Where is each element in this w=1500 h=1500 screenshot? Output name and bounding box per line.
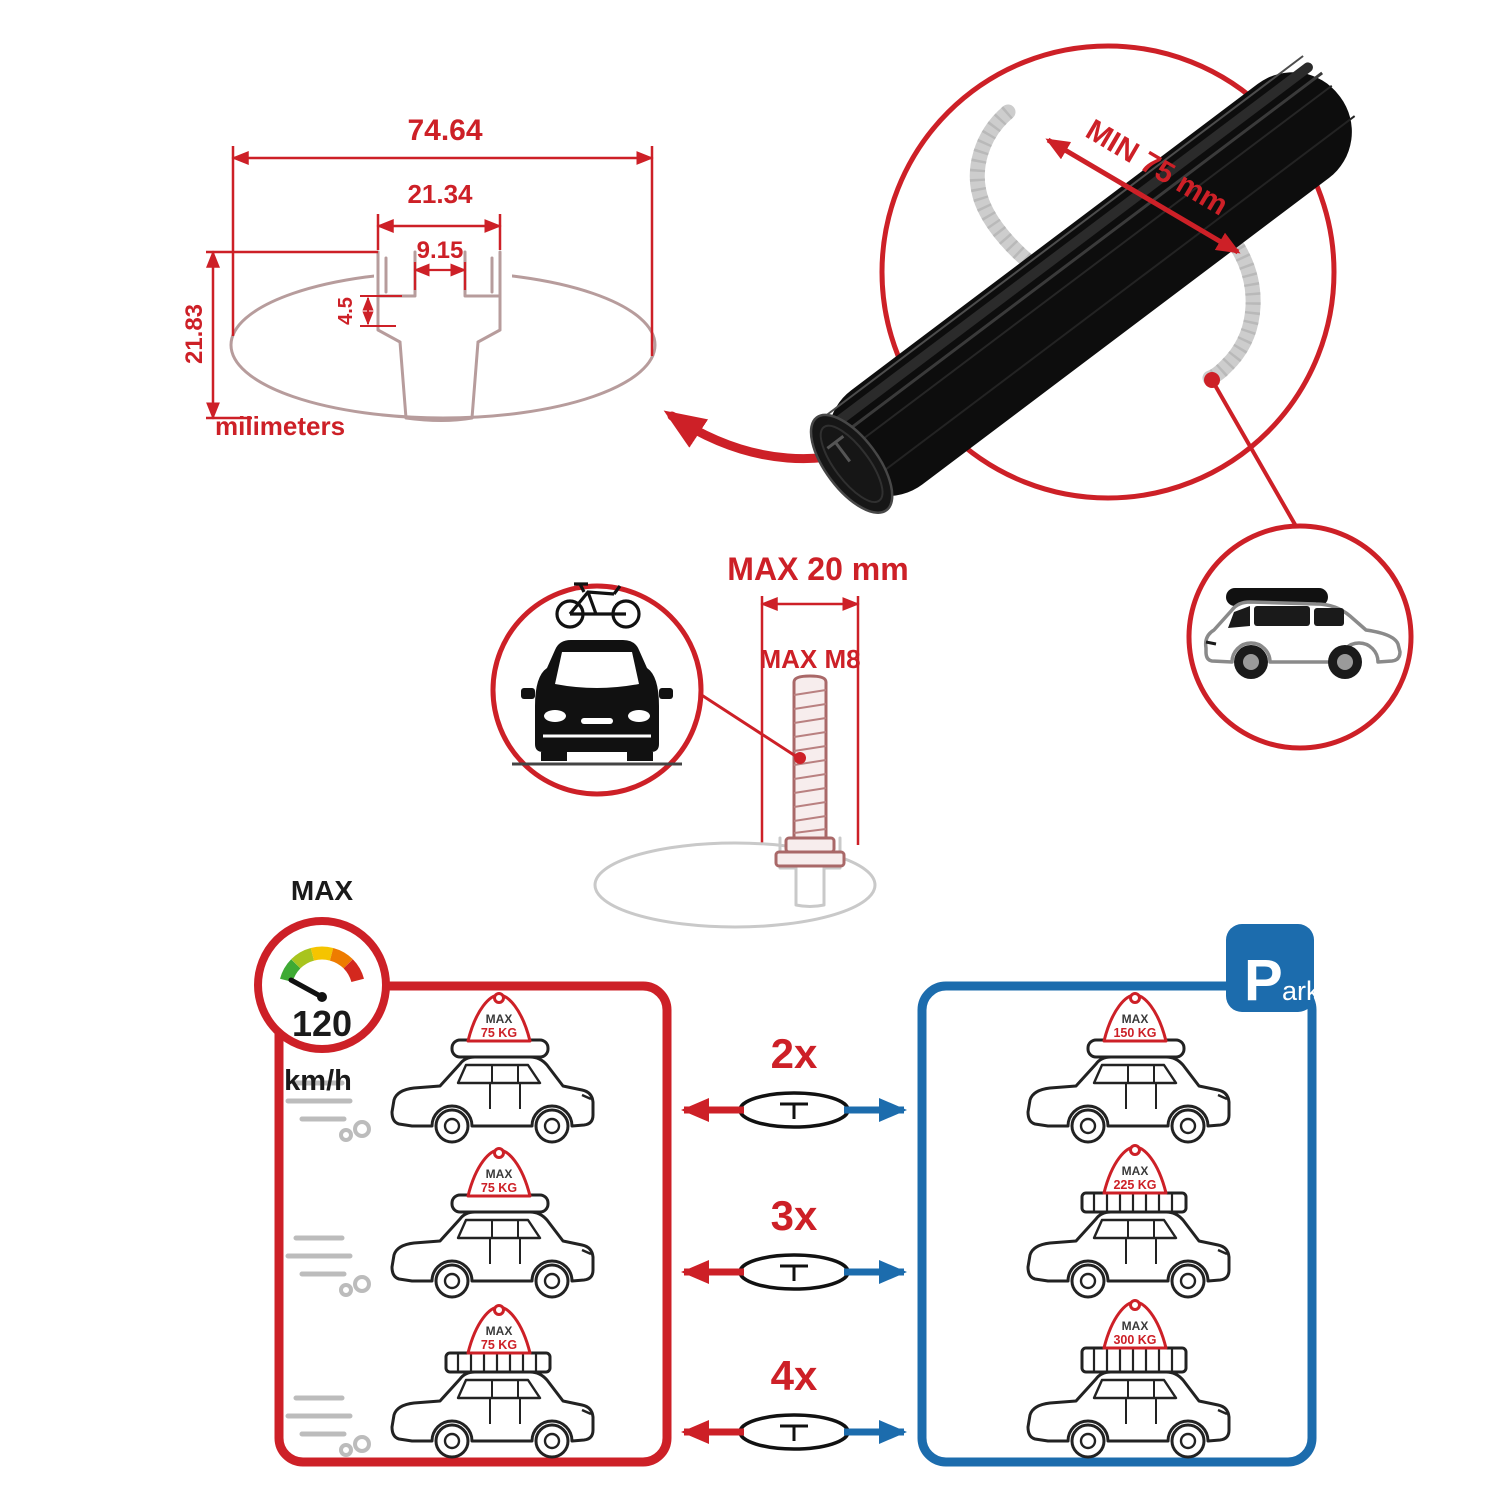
bolt-collar [784,836,836,854]
roof-load-marker: MAX 150 KG [1102,992,1168,1043]
park-sign-suffix: ark [1282,976,1320,1006]
driving-car-row-1: MAX 75 KG [285,992,595,1144]
multiplier-label: 3x [771,1192,818,1239]
crossbar-detail-circle: MIN 75 mm [809,43,1356,529]
roof-box [450,1038,550,1059]
park-sign: P ark [1226,924,1320,1013]
multiplier-label: 2x [771,1030,818,1077]
max-bolt-length-label: MAX 20 mm [727,551,908,587]
speed-unit: km/h [284,1065,352,1097]
load-max-label: MAX [486,1012,513,1026]
speed-value: 120 [292,1003,352,1044]
dim-slot-width-extensions [413,262,467,290]
car-bike-circle [490,582,704,797]
load-value: 300 KG [1113,1333,1156,1347]
suv-detail-circle [1186,523,1414,751]
dim-total-height-label: 21.83 [181,304,208,364]
roof-load-marker: MAX 75 KG [466,992,532,1043]
profile-notch-mask [374,246,512,338]
load-max-label: MAX [1122,1319,1149,1333]
parked-car-row-3: MAX 300 KG [1026,1299,1231,1459]
car-front-silhouette [521,640,673,761]
parked-car-row-1: MAX 150 KG [1026,992,1231,1144]
leader-line-to-bolt [699,692,798,759]
gauge-needle-pivot [317,992,327,1002]
multiplier-row-1: 2x [681,1030,907,1129]
bicycle-icon [555,582,641,629]
bolt-dim-extensions [760,596,860,845]
motion-lines [285,1395,371,1457]
crossbar-section-slot [780,1102,808,1119]
load-max-label: MAX [1122,1012,1149,1026]
roof-box [450,1193,550,1214]
crossbar-end-cap [809,413,894,514]
load-value: 75 KG [481,1338,517,1352]
roof-load-marker: MAX 75 KG [466,1304,532,1355]
dim-total-width-extensions [231,146,654,356]
load-max-label: MAX [486,1167,513,1181]
dim-lip-height-label: 4.5 [335,297,357,325]
multiplier-row-2: 3x [681,1192,907,1291]
suv-illustration [1203,588,1402,679]
roof-load-marker: MAX 225 KG [1102,1144,1168,1195]
dim-total-width-label: 74.64 [407,114,482,147]
t-bolt [774,674,846,868]
load-max-label: MAX [1122,1164,1149,1178]
dim-slot-width-label: 9.15 [417,237,464,264]
bolt-diagram: MAX 20 mm MAX M8 [593,551,909,929]
load-value: 150 KG [1113,1026,1156,1040]
load-value: 225 KG [1113,1178,1156,1192]
end-cap-t-slot [826,435,852,463]
gauge-ring [254,917,390,1053]
roof-basket [444,1351,552,1374]
bolt-t-head [774,850,846,868]
park-sign-p: P [1244,948,1283,1013]
load-max-label: MAX [486,1324,513,1338]
gauge-arc-segments [280,946,364,983]
crossbar-section-slot [780,1264,808,1281]
crossbar-cross-section-drawing: 74.64 21.34 9.15 4.5 21.83 milimeters [181,114,657,441]
max-thread-label: MAX M8 [759,644,860,674]
roof-basket-large [1080,1346,1188,1374]
load-value: 75 KG [481,1026,517,1040]
crossbar-section-slot [780,1424,808,1441]
channel-inner-walls [384,256,494,294]
dim-channel-width-extensions [376,214,502,250]
speed-limit-gauge: MAX 120 km/h [254,875,390,1097]
roof-load-marker: MAX 300 KG [1102,1299,1168,1350]
multiplier-label: 4x [771,1352,818,1399]
dim-lip-height-ticks [360,295,402,327]
roof-basket [1080,1191,1188,1214]
gauge-max-label: MAX [291,875,354,906]
leader-dot [794,752,806,764]
load-value: 75 KG [481,1181,517,1195]
dim-channel-width-label: 21.34 [407,179,473,209]
min-span-arrow [1045,137,1241,255]
roof-load-marker: MAX 75 KG [466,1147,532,1198]
roof-box [1086,1038,1186,1059]
driving-car-row-2: MAX 75 KG [285,1147,595,1299]
motion-lines [285,1235,371,1297]
driving-car-row-3: MAX 75 KG [285,1304,595,1459]
gauge-needle [288,977,325,1000]
connector-line-to-suv-circle [1210,379,1299,529]
parked-car-row-2: MAX 225 KG [1026,1144,1231,1299]
dim-total-height-extensions [206,250,378,420]
multiplier-row-3: 4x [681,1352,907,1451]
motion-lines [285,1080,371,1142]
units-label: milimeters [215,411,345,441]
